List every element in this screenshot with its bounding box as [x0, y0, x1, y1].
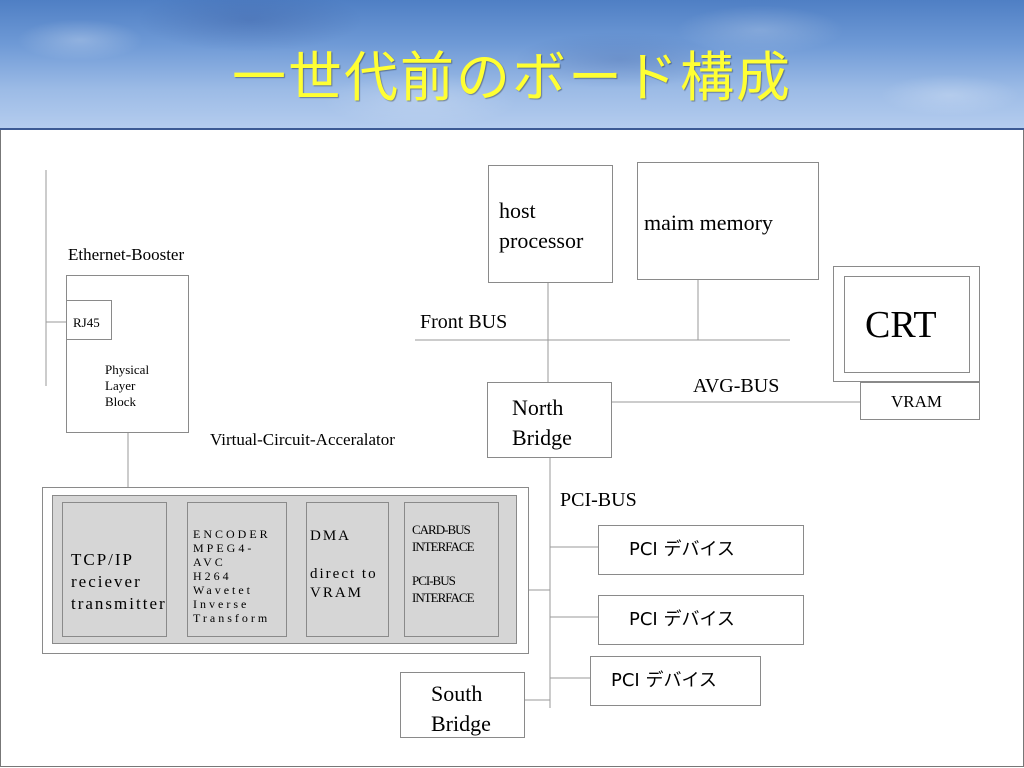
slide-header: 一世代前のボード構成 [0, 0, 1024, 130]
physical-layer-label: Physical Layer Block [105, 362, 150, 409]
rj45-port: RJ45 [66, 300, 112, 340]
encoder-label: ENCODER MPEG4-AVC H264 Wavetet Inverse T… [193, 527, 271, 625]
main-memory-box: maim memory [637, 162, 819, 280]
main-memory-label: maim memory [644, 210, 773, 235]
card-bus-label: CARD-BUS INTERFACE PCI-BUS INTERFACE [412, 522, 475, 605]
pci-device-2-label: PCI デバイス [629, 609, 735, 630]
south-bridge-box: South Bridge [400, 672, 525, 738]
crt-label: CRT [865, 304, 937, 346]
virtual-circuit-label: Virtual-Circuit-Acceralator [210, 430, 395, 449]
pci-device-3-label: PCI デバイス [611, 670, 717, 691]
north-bridge-box: North Bridge [487, 382, 612, 458]
pci-device-1-label: PCI デバイス [629, 539, 735, 560]
pci-device-3: PCI デバイス [590, 656, 761, 706]
card-bus-block: CARD-BUS INTERFACE PCI-BUS INTERFACE [404, 502, 499, 637]
host-processor-box: host processor [488, 165, 613, 283]
vram-label: VRAM [891, 392, 943, 411]
host-processor-label: host processor [499, 198, 584, 253]
south-bridge-label: South Bridge [431, 681, 491, 736]
ethernet-booster-label: Ethernet-Booster [68, 245, 185, 264]
rj45-label: RJ45 [73, 315, 100, 330]
dma-block: DMA direct to VRAM [306, 502, 389, 637]
vram-box: VRAM [860, 382, 980, 420]
north-bridge-label: North Bridge [512, 395, 572, 450]
tcp-ip-block: TCP/IP reciever transmitter [62, 502, 167, 637]
pci-device-2: PCI デバイス [598, 595, 804, 645]
slide-title: 一世代前のボード構成 [232, 46, 792, 109]
encoder-block: ENCODER MPEG4-AVC H264 Wavetet Inverse T… [187, 502, 287, 637]
tcp-ip-label: TCP/IP reciever transmitter [71, 550, 167, 613]
front-bus-label: Front BUS [420, 311, 508, 333]
pci-device-1: PCI デバイス [598, 525, 804, 575]
pci-bus-label: PCI-BUS [560, 489, 637, 511]
crt-screen: CRT [844, 276, 970, 373]
crt-monitor-frame: CRT [833, 266, 980, 382]
avg-bus-label: AVG-BUS [693, 375, 780, 397]
dma-label: DMA direct to VRAM [310, 528, 378, 601]
